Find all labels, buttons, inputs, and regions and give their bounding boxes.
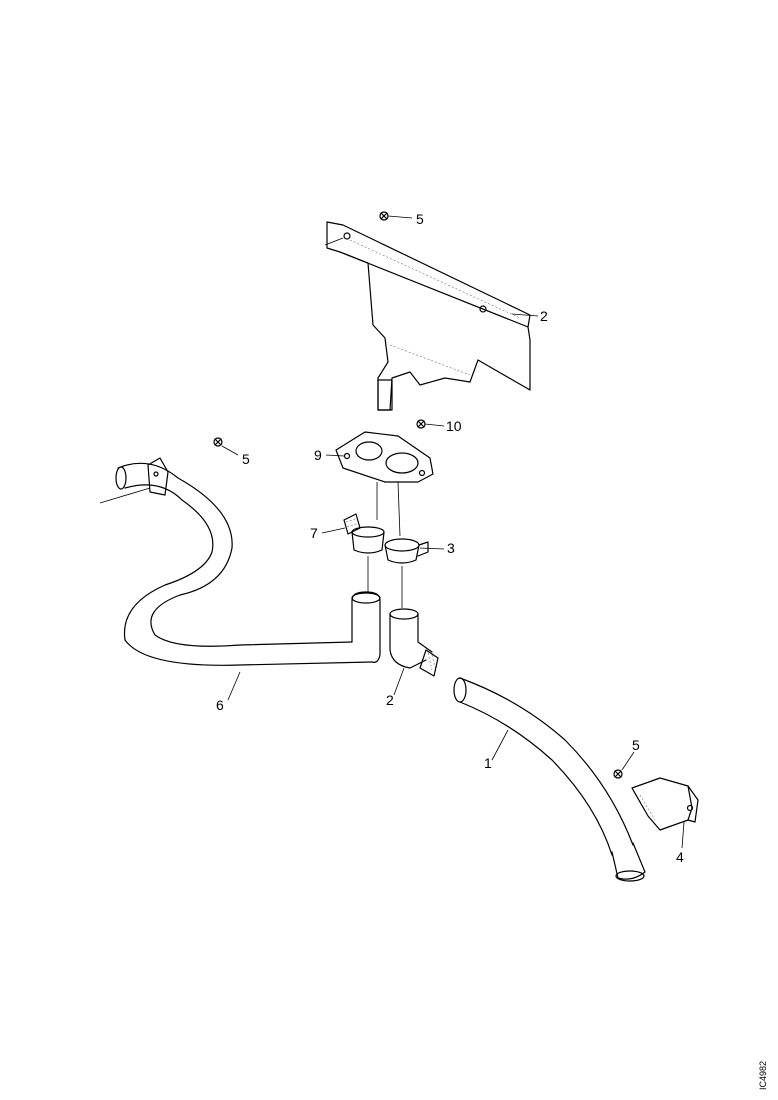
callout-2: 2: [386, 692, 394, 708]
callout-4: 4: [676, 849, 684, 865]
mounting-bracket: [326, 221, 531, 411]
hose-short-right: [453, 677, 646, 882]
elbow-fitting: [389, 608, 439, 677]
hose-long-left: [115, 462, 381, 666]
screw-right: [613, 769, 623, 779]
hose-clamp-right: [384, 538, 429, 564]
screw-top: [379, 211, 389, 221]
figure-reference-code: IC4982: [758, 1061, 768, 1090]
callout-7: 7: [310, 525, 318, 541]
screw-left: [213, 437, 223, 447]
callout-2-bracket: 2: [540, 308, 548, 324]
explode-lines: [367, 481, 403, 608]
callout-labels: 5 2 10 9 7 3 5 6 2 1 5 4: [216, 211, 684, 865]
callout-5-right: 5: [632, 737, 640, 753]
hose-bracket-left: [147, 457, 169, 496]
callout-10: 10: [446, 418, 462, 434]
hose-bracket-right: [631, 777, 699, 831]
callout-5-left: 5: [242, 451, 250, 467]
gasket-plate: [335, 431, 434, 483]
callout-3: 3: [447, 540, 455, 556]
callout-9: 9: [314, 447, 322, 463]
hose-clamp-left: [343, 513, 385, 554]
callout-6: 6: [216, 697, 224, 713]
leader-lines: [99, 215, 685, 849]
screw-gasket: [416, 419, 426, 429]
callout-1: 1: [484, 755, 492, 771]
callout-5-top: 5: [416, 211, 424, 227]
